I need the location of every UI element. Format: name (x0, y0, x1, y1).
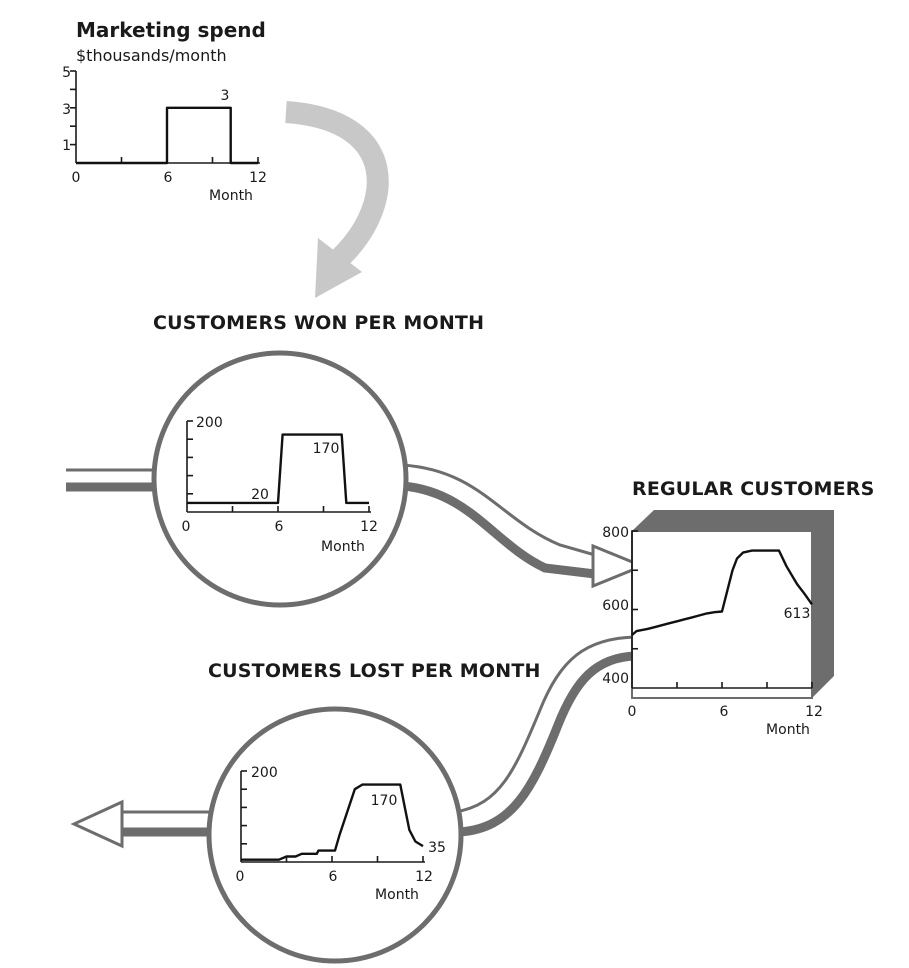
won-y-tick-marks (187, 420, 193, 495)
lost-x-tick-label: 12 (415, 869, 433, 885)
lost-y-top-label: 200 (251, 765, 278, 781)
won-x-tick-label: 6 (275, 519, 284, 535)
won-series-line (187, 433, 369, 505)
lost-chart: CUSTOMERS LOST PER MONTH 200 0 6 12 Mont… (208, 660, 541, 903)
lost-title: CUSTOMERS LOST PER MONTH (208, 660, 541, 682)
won-peak-label: 170 (313, 441, 340, 457)
marketing-y-tick-label: 5 (62, 65, 71, 81)
lost-x-tick-label: 6 (329, 869, 338, 885)
regular-end-label: 613 (784, 606, 811, 622)
regular-y-tick-label: 800 (602, 525, 629, 541)
won-chart: CUSTOMERS WON PER MONTH 200 0 6 12 Month… (153, 312, 484, 555)
lost-end-label: 35 (428, 840, 446, 856)
inflow-pipe (66, 463, 596, 579)
marketing-y-tick-label: 3 (62, 102, 71, 118)
marketing-y-tick-label: 1 (62, 138, 71, 154)
regular-y-tick-label: 600 (602, 598, 629, 614)
regular-y-tick-marks (632, 530, 638, 650)
regular-series-line (631, 549, 813, 636)
marketing-chart: Marketing spend $thousands/month 5 3 1 0… (62, 18, 267, 204)
won-base-label: 20 (251, 487, 269, 503)
lost-peak-label: 170 (371, 793, 398, 809)
stock-box (631, 510, 834, 699)
regular-x-tick-label: 0 (628, 704, 637, 720)
outflow-pipe (120, 635, 637, 837)
regular-y-tick-label: 400 (602, 671, 629, 687)
regular-x-axis-label: Month (766, 722, 810, 738)
marketing-y-tick-marks (70, 70, 76, 146)
regular-chart: REGULAR CUSTOMERS 800 600 400 0 6 12 Mon… (602, 478, 874, 738)
influence-arrow (285, 101, 389, 298)
lost-flow-circle (206, 706, 464, 964)
outflow-arrowhead (70, 799, 124, 849)
marketing-x-tick-label: 12 (249, 170, 267, 186)
marketing-x-axis-label: Month (209, 188, 253, 204)
regular-x-tick-label: 6 (720, 704, 729, 720)
lost-x-axis-label: Month (375, 887, 419, 903)
marketing-unit: $thousands/month (76, 46, 227, 65)
lost-y-tick-marks (241, 770, 247, 845)
won-title: CUSTOMERS WON PER MONTH (153, 312, 484, 334)
inflow-arrowhead (591, 543, 646, 589)
marketing-peak-label: 3 (221, 88, 230, 104)
won-x-tick-marks (231, 506, 370, 512)
won-x-tick-label: 0 (182, 519, 191, 535)
regular-title: REGULAR CUSTOMERS (632, 478, 874, 500)
marketing-x-tick-label: 0 (72, 170, 81, 186)
lost-x-tick-label: 0 (236, 869, 245, 885)
marketing-series-line (76, 106, 258, 165)
lost-series-line (241, 783, 424, 861)
won-x-tick-label: 12 (360, 519, 378, 535)
marketing-x-tick-label: 6 (164, 170, 173, 186)
won-y-top-label: 200 (196, 415, 223, 431)
marketing-title: Marketing spend (76, 18, 266, 42)
won-x-axis-label: Month (321, 539, 365, 555)
regular-x-tick-marks (676, 682, 813, 688)
regular-x-tick-label: 12 (805, 704, 823, 720)
